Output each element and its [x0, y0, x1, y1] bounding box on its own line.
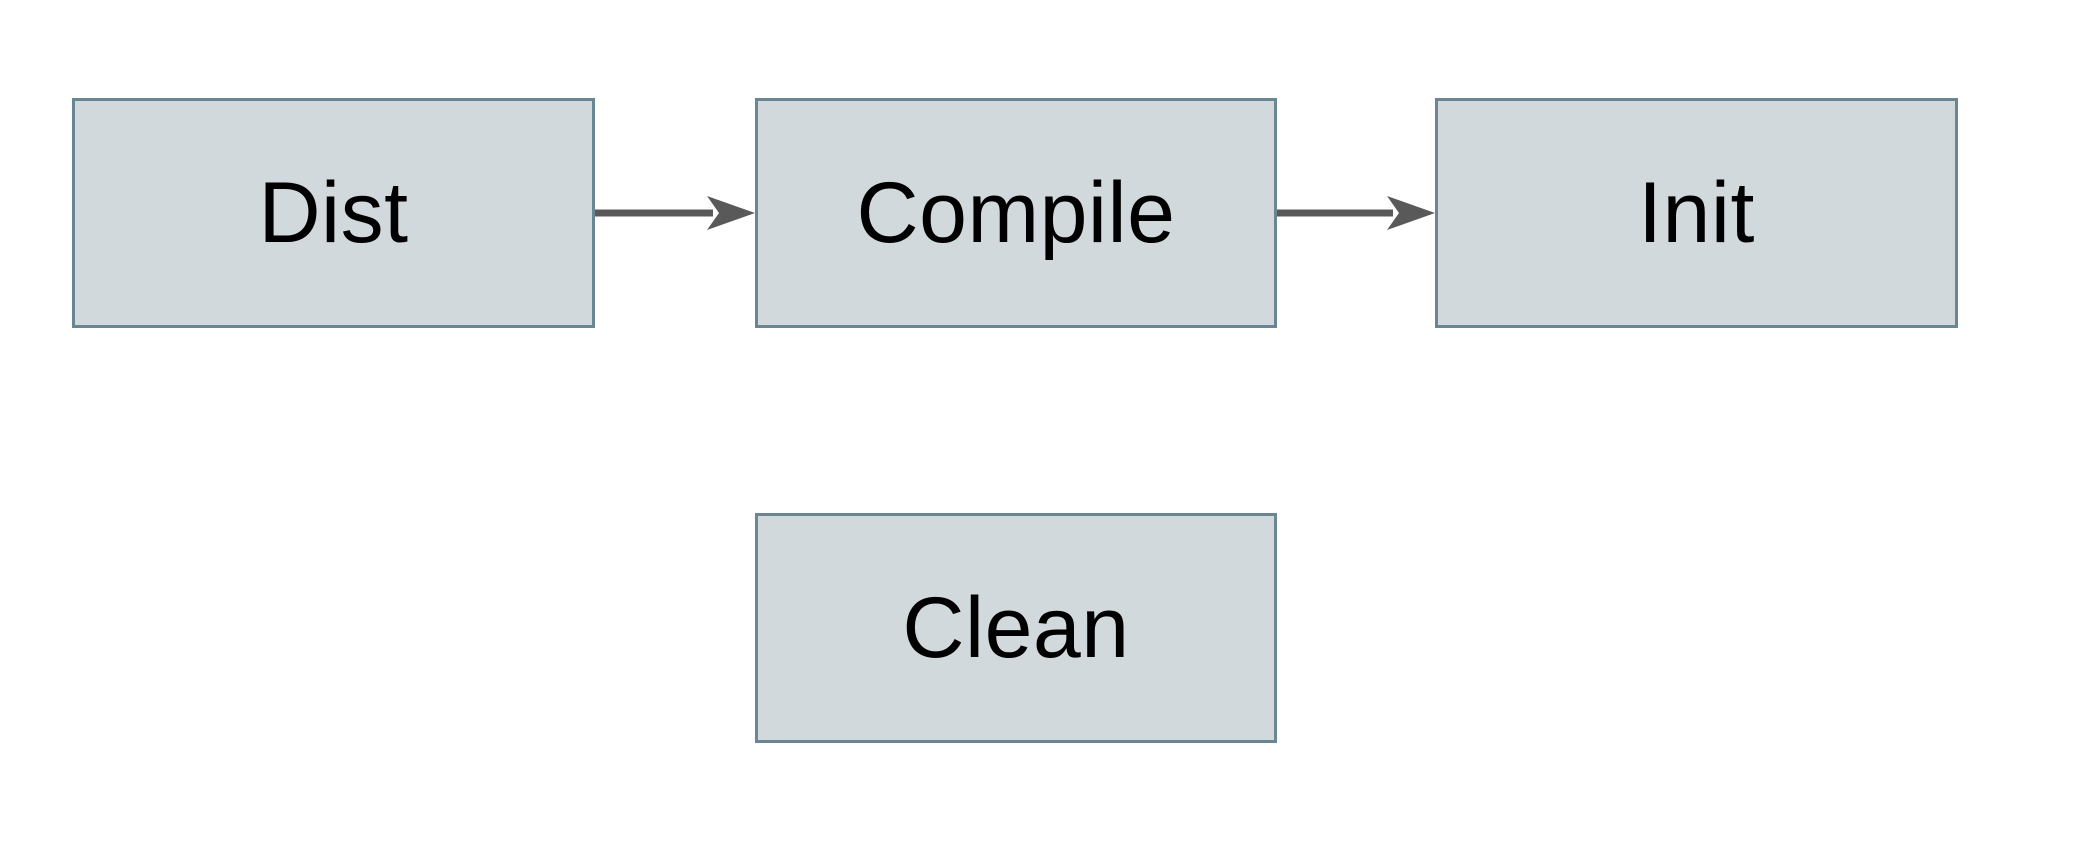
arrowhead-icon [1387, 196, 1435, 230]
node-dist[interactable]: Dist [72, 98, 595, 328]
node-init[interactable]: Init [1435, 98, 1958, 328]
node-init-label: Init [1638, 165, 1755, 261]
node-compile[interactable]: Compile [755, 98, 1277, 328]
arrowhead-icon [707, 196, 755, 230]
node-clean[interactable]: Clean [755, 513, 1277, 743]
node-dist-label: Dist [258, 165, 409, 261]
arrow-dist-to-compile [595, 196, 755, 230]
arrow-compile-to-init [1277, 196, 1435, 230]
node-compile-label: Compile [856, 165, 1176, 261]
node-clean-label: Clean [902, 580, 1130, 676]
